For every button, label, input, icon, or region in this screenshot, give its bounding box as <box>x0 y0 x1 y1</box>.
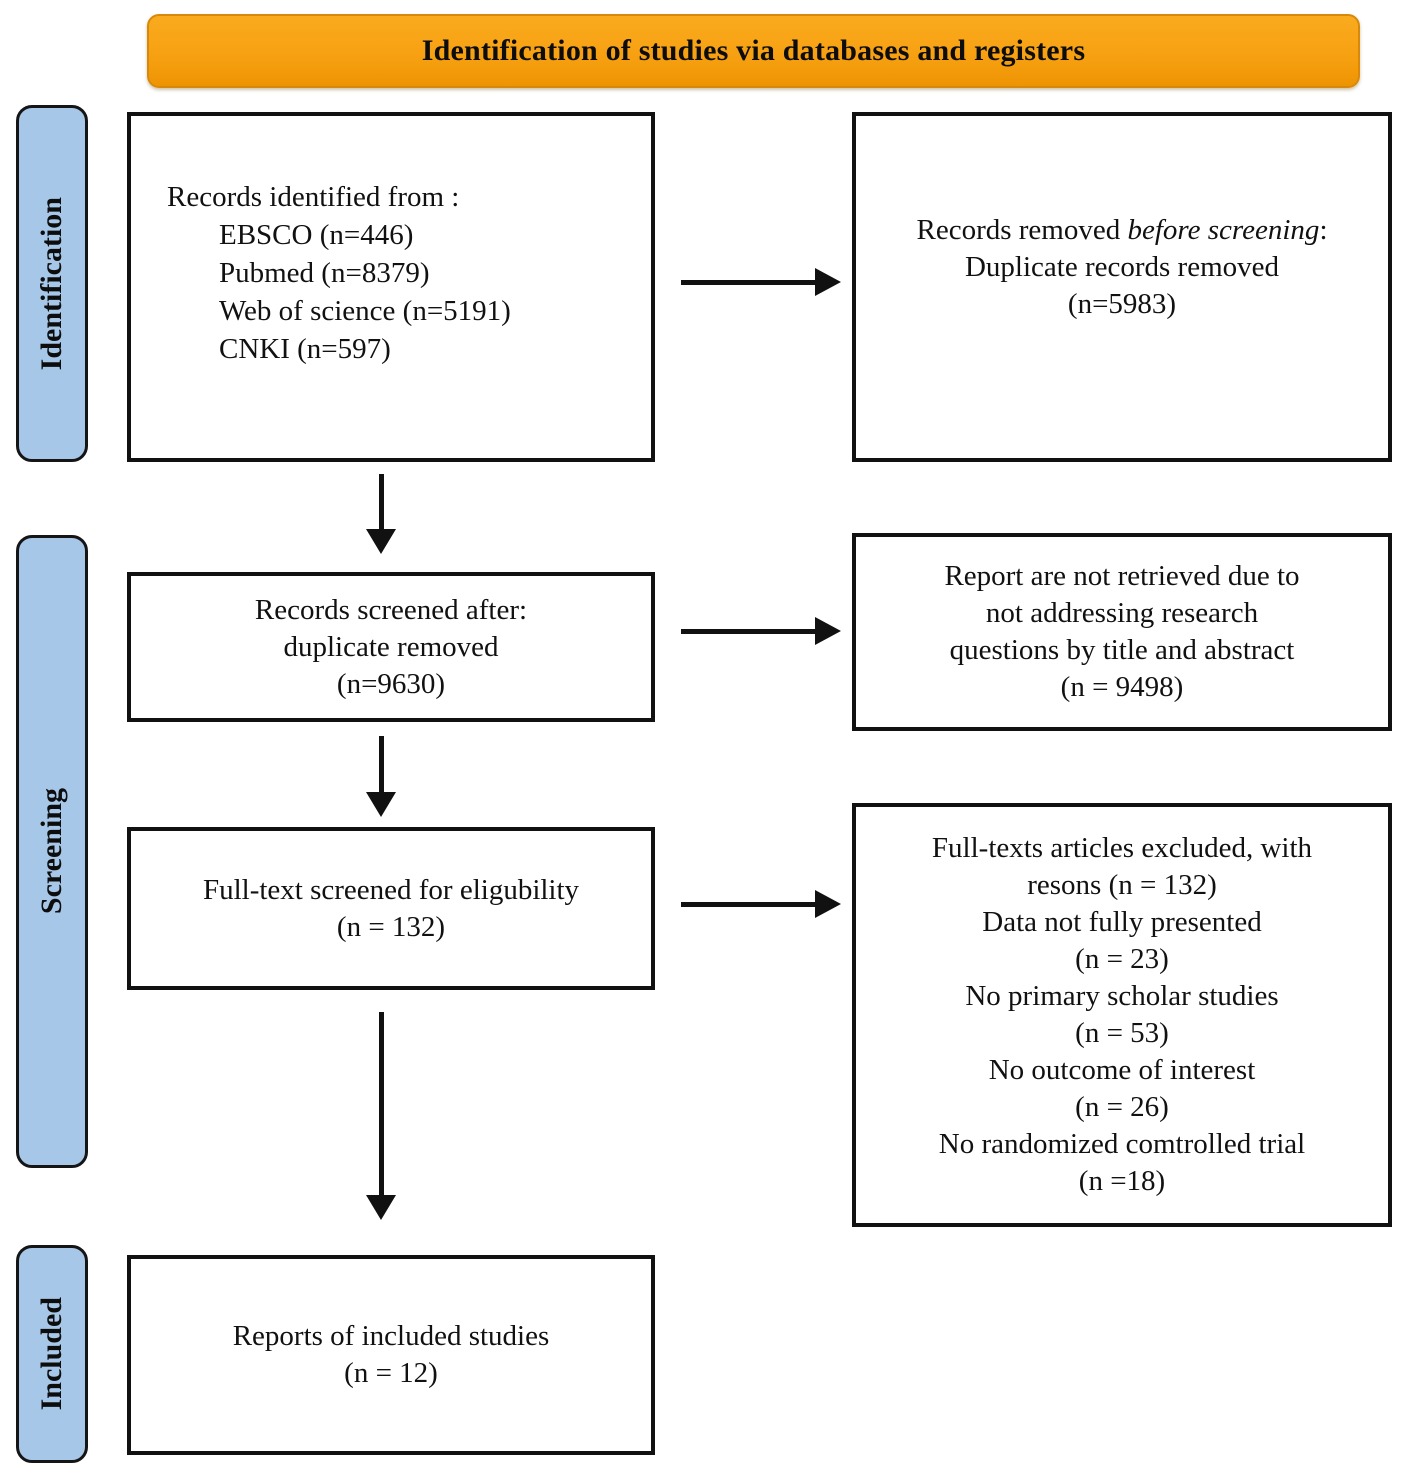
records-identified-heading: Records identified from : <box>167 181 460 213</box>
box-fulltext-excluded: Full-texts articles excluded, with reson… <box>852 803 1392 1227</box>
stage-label-identification-text: Identification <box>35 196 68 371</box>
arrow-identified-to-removed <box>681 268 841 296</box>
fulltext-excluded-reason3-count: (n = 26) <box>1075 1091 1169 1123</box>
records-identified-wos: Web of science (n=5191) <box>219 295 511 327</box>
fulltext-screened-line1: Full-text screened for eligubility <box>202 873 580 906</box>
stage-label-screening: Screening <box>16 535 88 1168</box>
records-screened-line2: duplicate removed <box>283 630 499 663</box>
arrow-shaft <box>378 474 384 529</box>
stage-label-screening-text: Screening <box>35 788 68 915</box>
fulltext-excluded-reason2: No primary scholar studies <box>965 980 1279 1012</box>
included-reports-line1: Reports of included studies <box>232 1320 550 1352</box>
arrow-fulltext-to-included <box>366 1012 396 1220</box>
records-removed-duplicates: Duplicate records removed <box>964 250 1280 283</box>
box-fulltext-screened: Full-text screened for eligubility (n = … <box>127 827 655 990</box>
arrow-head-right-icon <box>815 890 841 918</box>
arrow-screened-to-not-retrieved <box>681 617 841 645</box>
arrow-head-right-icon <box>815 268 841 296</box>
arrow-head-down-icon <box>366 529 396 554</box>
fulltext-excluded-reason2-count: (n = 53) <box>1075 1017 1169 1049</box>
arrow-shaft <box>681 279 815 285</box>
records-removed-heading-italic: before screening <box>1127 213 1320 246</box>
stage-label-identification: Identification <box>16 105 88 462</box>
reports-not-retrieved-line1: Report are not retrieved due to <box>944 560 1300 592</box>
records-removed-heading-colon: : <box>1319 213 1328 246</box>
stage-label-included-text: Included <box>35 1297 68 1411</box>
fulltext-excluded-reason4-count: (n =18) <box>1078 1165 1166 1197</box>
box-records-screened: Records screened after: duplicate remove… <box>127 572 655 722</box>
arrow-shaft <box>378 1012 384 1195</box>
arrow-fulltext-to-excluded <box>681 890 841 918</box>
arrow-shaft <box>378 736 384 792</box>
records-identified-cnki: CNKI (n=597) <box>219 333 391 365</box>
box-reports-not-retrieved: Report are not retrieved due to not addr… <box>852 533 1392 731</box>
included-reports-count: (n = 12) <box>344 1357 438 1389</box>
arrow-shaft <box>681 901 815 907</box>
records-removed-heading: Records removed before screening: <box>917 212 1328 249</box>
fulltext-excluded-line2: resons (n = 132) <box>1027 869 1217 901</box>
fulltext-excluded-reason4: No randomized comtrolled trial <box>938 1128 1306 1160</box>
arrow-head-right-icon <box>815 617 841 645</box>
fulltext-excluded-reason3: No outcome of interest <box>988 1054 1256 1086</box>
reports-not-retrieved-line3: questions by title and abstract <box>949 634 1295 666</box>
fulltext-excluded-reason1: Data not fully presented <box>982 906 1262 938</box>
reports-not-retrieved-count: (n = 9498) <box>1060 671 1184 703</box>
records-identified-ebsco: EBSCO (n=446) <box>219 219 414 251</box>
banner-title: Identification of studies via databases … <box>421 34 1086 67</box>
records-screened-line1: Records screened after: <box>254 593 528 626</box>
box-records-removed: Records removed before screening: Duplic… <box>852 112 1392 462</box>
fulltext-screened-count: (n = 132) <box>336 910 446 943</box>
arrow-head-down-icon <box>366 1195 396 1220</box>
arrow-screened-to-fulltext <box>366 736 396 817</box>
stage-label-included: Included <box>16 1245 88 1463</box>
fulltext-excluded-reason1-count: (n = 23) <box>1075 943 1169 975</box>
fulltext-excluded-line1: Full-texts articles excluded, with <box>931 832 1313 864</box>
box-records-identified: Records identified from : EBSCO (n=446) … <box>127 112 655 462</box>
box-included-reports: Reports of included studies (n = 12) <box>127 1255 655 1455</box>
arrow-identified-to-screened <box>366 474 396 554</box>
records-identified-pubmed: Pubmed (n=8379) <box>219 257 430 289</box>
reports-not-retrieved-line2: not addressing research <box>985 597 1259 629</box>
arrow-head-down-icon <box>366 792 396 817</box>
records-removed-heading-regular: Records removed <box>916 213 1128 246</box>
banner: Identification of studies via databases … <box>147 14 1360 88</box>
records-screened-count: (n=9630) <box>336 667 446 700</box>
records-removed-count: (n=5983) <box>1067 287 1177 320</box>
arrow-shaft <box>681 628 815 634</box>
